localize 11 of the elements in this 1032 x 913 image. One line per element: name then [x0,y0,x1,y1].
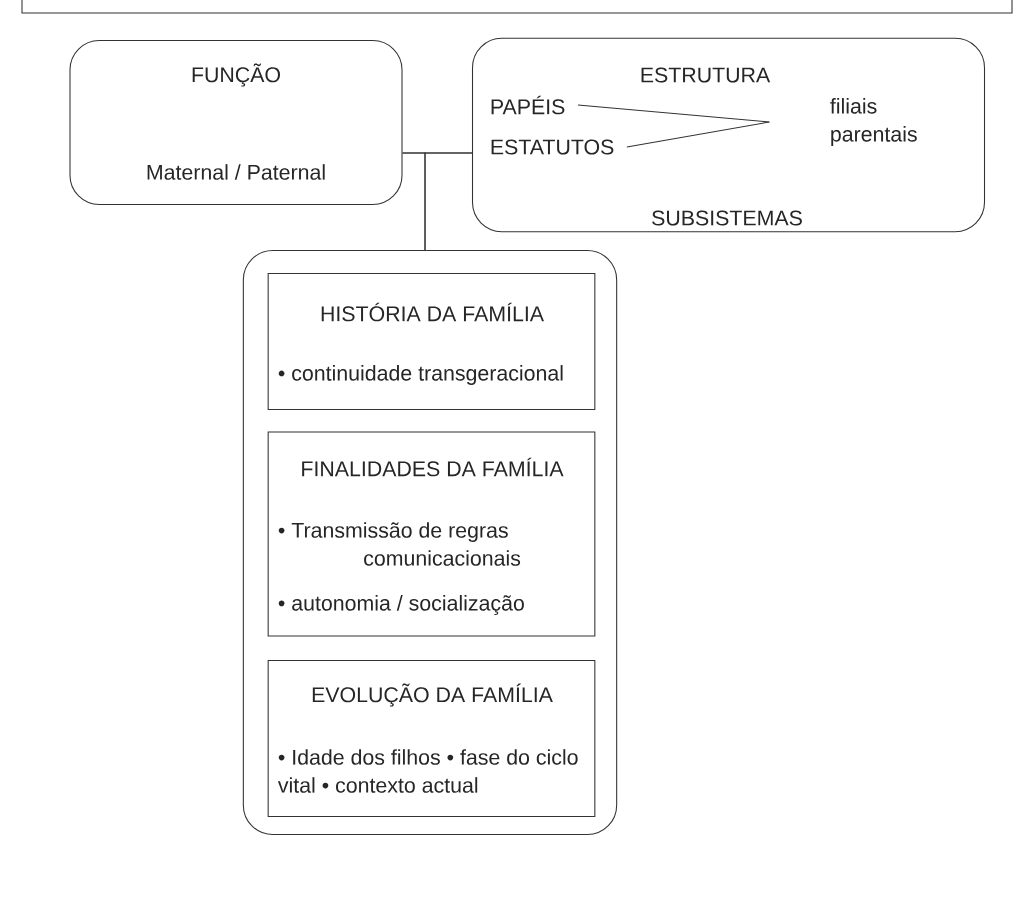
text-box: FINALIDADES DA FAMÍLIA • Transmissão de regras comunicacionais • autonomia / socialização [267,431,596,637]
connector-line [577,104,770,123]
label-text: PAPÉIS [491,95,565,115]
connector-line [424,152,473,251]
text-box: EVOLUÇÃO DA FAMÍLIA • Idade dos filhos • fase do ciclo vital • contexto actual [267,659,596,818]
rounded-frame [242,249,618,836]
rounded-box: FUNÇÃO Maternal / Paternal [69,39,403,206]
label-text: ESTATUTOS [491,139,614,155]
label-text: filiais parentais [830,98,917,146]
connector-line [626,121,770,148]
text-box: HISTÓRIA DA FAMÍLIA • continuidade transgeracional [267,272,596,411]
